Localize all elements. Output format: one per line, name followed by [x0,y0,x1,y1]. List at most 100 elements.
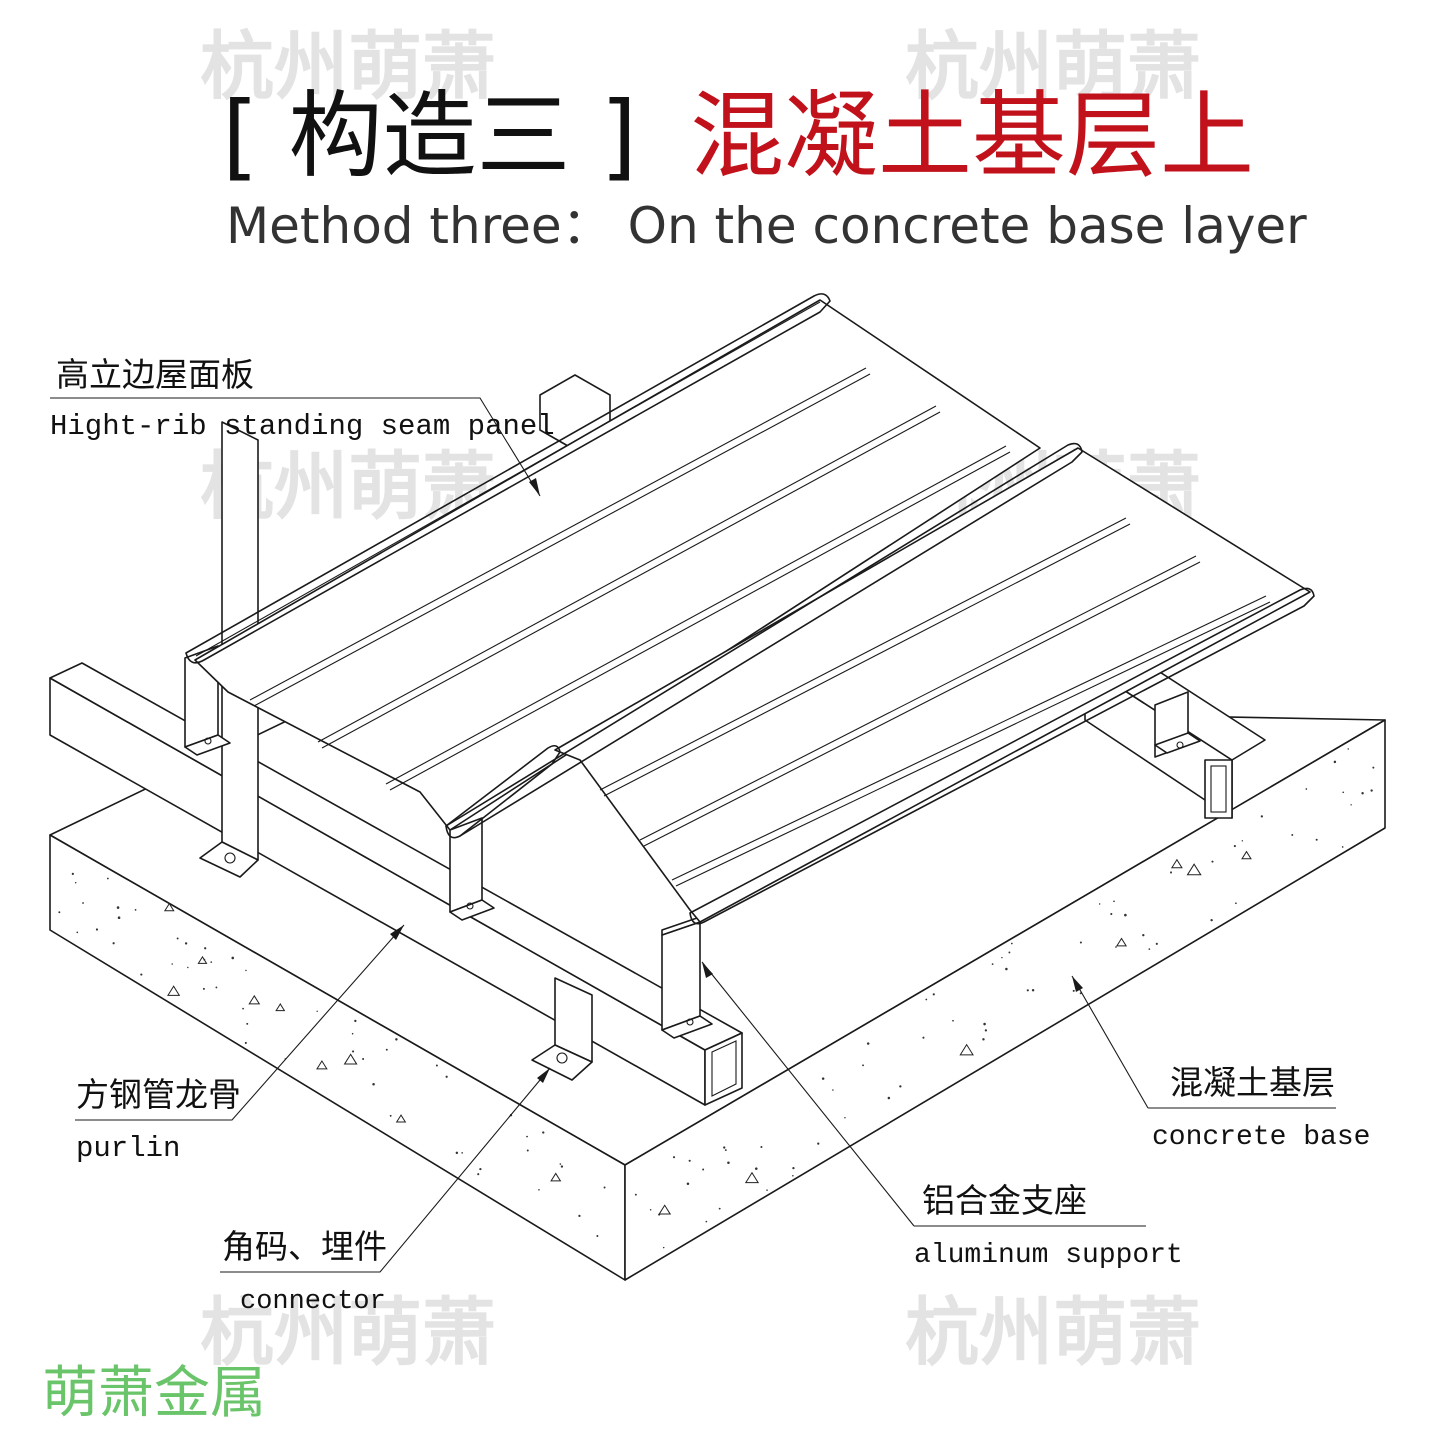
aggregate-speck [242,1007,244,1010]
brand-name: 萌萧金属 [42,1361,266,1426]
aggregate-speck [559,1163,562,1165]
aggregate-speck [538,1189,540,1191]
aggregate-speck [542,1131,545,1134]
aggregate-mark [316,1060,328,1070]
aggregate-speck [435,1064,438,1067]
aggregate-speck [1341,846,1344,848]
aggregate-speck [246,1022,249,1025]
aggregate-speck [1361,792,1364,795]
aggregate-speck [95,928,99,931]
aggregate-speck [244,1041,247,1044]
aluminum-support [661,916,713,1039]
title-subject: 混凝土基层上 [690,82,1254,191]
aggregate-speck [1142,934,1145,937]
aggregate-speck [389,1114,392,1117]
aggregate-speck [395,1038,398,1041]
aggregate-speck [1210,918,1213,922]
aggregate-speck [1079,941,1082,944]
aggregate-mark [1170,858,1183,869]
aggregate-speck [184,942,188,945]
aggregate-speck [1241,840,1244,842]
standing-seam-panels [185,293,1315,925]
aggregate-speck [1026,989,1029,992]
aggregate-speck [1001,956,1003,959]
aggregate-speck [1333,760,1337,764]
label-purlin-en: purlin [76,1132,180,1165]
aggregate-speck [231,956,235,960]
title-method: [ 构造三 ] [222,82,637,191]
aggregate-speck [792,1174,794,1177]
aggregate-speck [461,1152,463,1154]
aggregate-mark [1186,863,1202,876]
label-panel-cn: 高立边屋面板 [56,355,254,394]
aggregate-speck [203,958,206,961]
aggregate-speck [372,1082,375,1086]
aggregate-speck [1110,912,1113,916]
aggregate-speck [1347,748,1349,750]
aggregate-speck [526,1135,528,1138]
aggregate-mark [959,1043,974,1056]
label-concrete-en: concrete base [1152,1122,1370,1153]
panel-surface [194,299,1041,831]
aggregate-speck [982,1038,985,1041]
aggregate-speck [134,908,137,911]
aggregate-speck [952,1019,954,1022]
aggregate-speck [817,1142,820,1145]
aggregate-mark [395,1114,407,1123]
aggregate-speck [76,931,79,934]
aggregate-speck [385,1048,388,1051]
aggregate-speck [649,1208,652,1211]
aggregate-speck [560,1165,564,1168]
aggregate-speck [352,1050,355,1053]
aggregate-speck [603,1186,606,1189]
aggregate-speck [1342,791,1345,794]
aggregate-speck [672,1156,676,1159]
aggregate-speck [821,1077,825,1080]
panel-surface [554,447,1311,923]
label-concrete-cn: 混凝土基层 [1170,1063,1335,1102]
aggregate-speck [82,902,84,904]
aggregate-speck [983,1022,986,1026]
aggregate-speck [171,963,173,965]
concrete-texture [58,748,1375,1249]
aggregate-speck [1148,948,1151,950]
aggregate-mark [275,1003,286,1012]
label-purlin-cn: 方钢管龙骨 [76,1075,241,1114]
aggregate-speck [1169,871,1173,874]
aggregate-speck [455,1151,459,1155]
aggregate-speck [702,1168,705,1171]
aggregate-speck [1098,903,1101,905]
aggregate-speck [899,1085,902,1088]
leader-lines [50,397,1336,1273]
aggregate-speck [862,1064,864,1067]
aggregate-speck [887,1096,891,1100]
aggregate-speck [445,1075,448,1078]
aggregate-speck [245,969,247,972]
angle-connector [531,977,593,1081]
aggregate-speck [1124,913,1127,917]
aggregate-speck [1291,834,1294,836]
aggregate-speck [74,882,77,884]
aggregate-speck [1010,942,1013,945]
aggregate-speck [112,942,115,945]
aluminum-support [449,817,495,921]
aggregate-speck [984,1029,988,1032]
aggregate-mark [248,994,261,1005]
aggregate-speck [866,1042,870,1045]
watermark: 杭州萌萧 [905,1290,1201,1376]
label-support-en: aluminum support [914,1240,1183,1271]
aggregate-speck [596,1234,599,1237]
concrete-base-slab [49,699,1386,1281]
aggregate-speck [176,937,179,940]
label-support-cn: 铝合金支座 [922,1181,1087,1220]
aggregate-speck [362,1057,365,1060]
aggregate-speck [723,1146,726,1149]
aggregate-speck [210,961,213,963]
aggregate-speck [202,987,205,990]
aggregate-speck [1260,815,1264,818]
aggregate-mark [163,902,175,912]
aggregate-speck [204,947,207,950]
aggregate-speck [724,1149,727,1151]
aggregate-speck [718,1207,721,1210]
